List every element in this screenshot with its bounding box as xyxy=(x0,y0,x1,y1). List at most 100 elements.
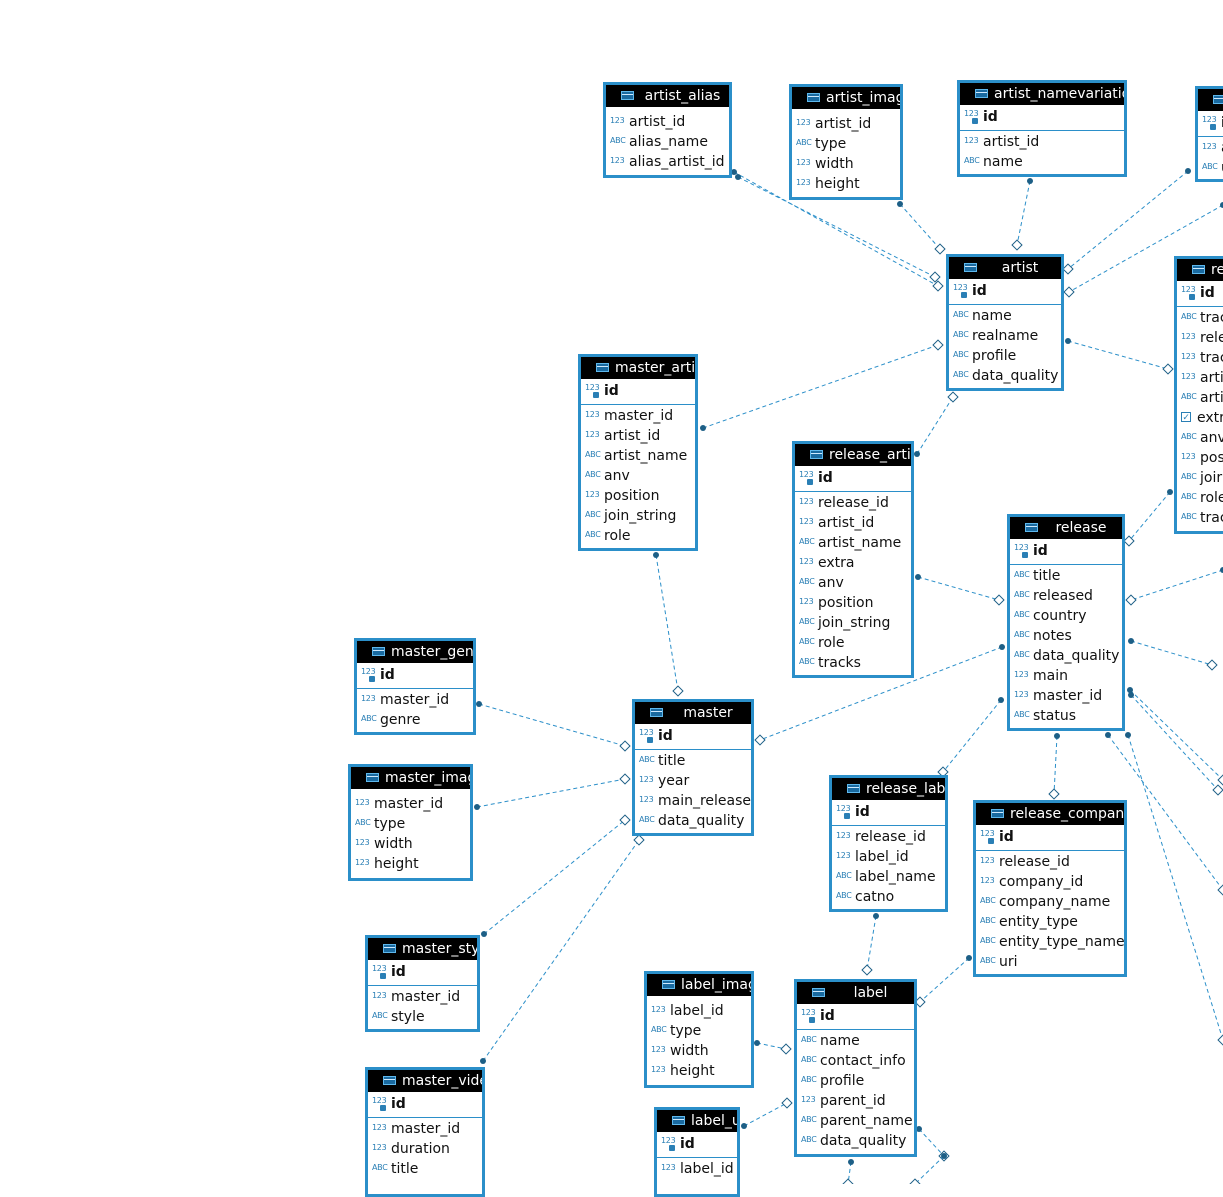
table-header[interactable]: artist_image xyxy=(792,87,900,109)
relationship-line[interactable] xyxy=(1129,689,1223,781)
relationship-line[interactable] xyxy=(655,554,679,692)
table-header[interactable]: release_artist xyxy=(795,444,911,466)
relationship-line[interactable] xyxy=(1128,491,1171,542)
table-artist-image[interactable]: artist_image123artist_idABCtype123width1… xyxy=(789,84,903,200)
table-header[interactable]: master_image xyxy=(351,767,470,789)
relationship-line[interactable] xyxy=(1068,204,1223,293)
table-header[interactable]: label_image xyxy=(647,974,751,996)
relationship-line[interactable] xyxy=(1127,734,1223,1041)
table-master-video[interactable]: master_video123id123master_id123duration… xyxy=(365,1067,485,1197)
relationship-line[interactable] xyxy=(919,957,970,1003)
table-header[interactable]: label_url xyxy=(657,1110,737,1132)
table-master-image[interactable]: master_image123master_idABCtype123width1… xyxy=(348,764,473,881)
table-release-artist[interactable]: release_artist123id123release_id123artis… xyxy=(792,441,914,678)
table-header[interactable]: artist_alias xyxy=(606,85,729,107)
table-header[interactable]: a xyxy=(1198,89,1223,111)
relationship-line[interactable] xyxy=(914,1155,945,1184)
column-row[interactable]: ✓extr xyxy=(1177,408,1223,428)
relationship-line[interactable] xyxy=(476,778,626,808)
relationship-line[interactable] xyxy=(866,915,877,971)
relationship-line[interactable] xyxy=(899,203,941,250)
relationship-line[interactable] xyxy=(942,699,1002,773)
table-master-artist[interactable]: master_artist123id123master_id123artist_… xyxy=(578,354,698,551)
relationship-line[interactable] xyxy=(1016,180,1031,246)
table-release-label[interactable]: release_label123id123release_id123label_… xyxy=(829,775,948,912)
table-header[interactable]: master_genre xyxy=(357,641,473,663)
table-header[interactable]: master_artist xyxy=(581,357,695,379)
table-header[interactable]: release xyxy=(1010,517,1122,539)
relationship-line[interactable] xyxy=(1130,569,1223,601)
relationship-line[interactable] xyxy=(1130,640,1213,666)
relationship-line[interactable] xyxy=(918,1128,945,1157)
relationship-line[interactable] xyxy=(743,1102,788,1127)
relationship-line[interactable] xyxy=(483,819,626,935)
relationship-line[interactable] xyxy=(916,396,954,455)
relationship-line[interactable] xyxy=(759,646,1003,741)
